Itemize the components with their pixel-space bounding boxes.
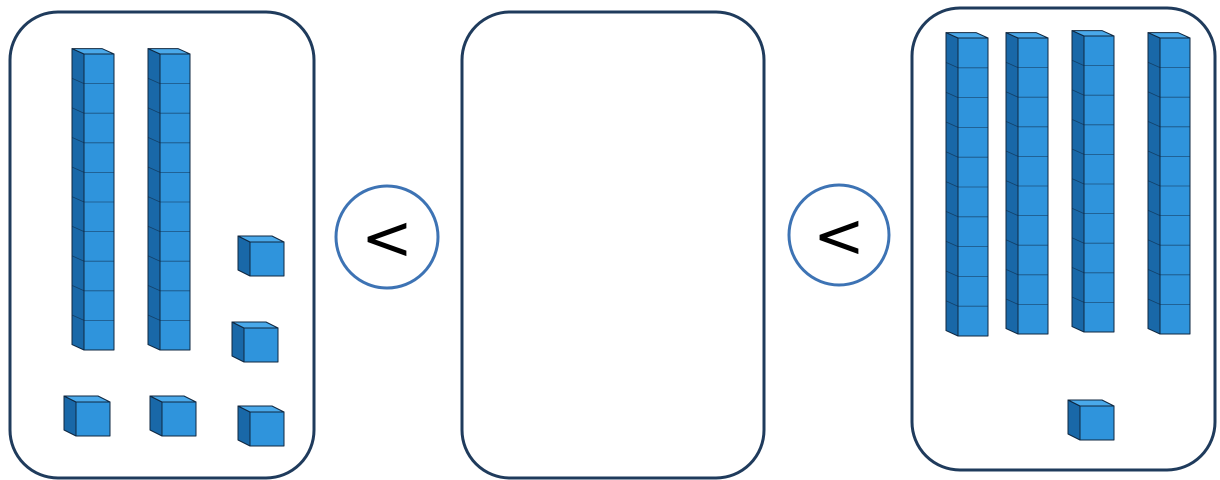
- unit-cube-panel3-1: [1067, 399, 1115, 441]
- ten-rod-panel3-4: [1147, 32, 1191, 335]
- ten-rod-panel1-2: [147, 48, 191, 351]
- comparison-ring-2: [787, 183, 891, 287]
- ten-rod-panel3-1: [945, 32, 989, 337]
- comparison-symbol-2: <: [787, 183, 891, 287]
- unit-cube-panel1-3: [63, 395, 111, 437]
- panel-answer-box: [460, 10, 766, 480]
- ten-rod-panel3-2: [1005, 32, 1049, 335]
- ten-rod-panel3-3: [1071, 30, 1115, 333]
- comparison-symbol-1-text: <: [361, 201, 413, 274]
- unit-cube-panel1-5: [237, 405, 285, 447]
- ten-rod-panel1-1: [71, 48, 115, 351]
- unit-cube-panel1-4: [149, 395, 197, 437]
- comparison-ring-1: [334, 184, 440, 290]
- comparison-symbol-2-text: <: [813, 199, 865, 272]
- unit-cube-panel1-2: [231, 321, 279, 363]
- comparison-symbol-1: <: [334, 184, 440, 290]
- unit-cube-panel1-1: [237, 235, 285, 277]
